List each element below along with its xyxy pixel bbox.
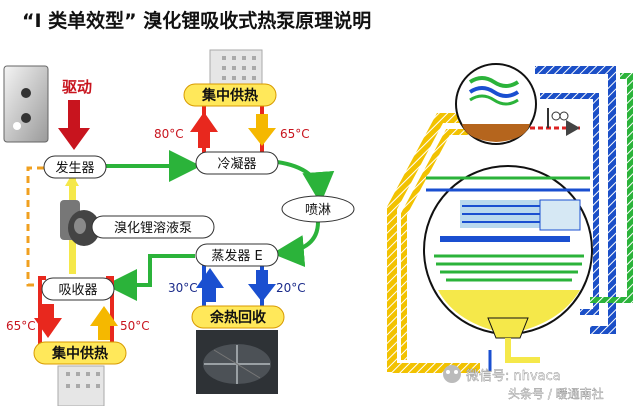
building-bottom-icon [57,365,105,406]
watermark-wechat: 微信号: nhvaca [466,369,561,384]
condenser-box [195,151,279,175]
warm-up-arrow-icon [90,306,118,340]
waste-heat-label: 余热回收 [209,309,267,326]
central-heating-top-label: 集中供热 [201,87,258,104]
hot-up-arrow-icon [190,112,218,148]
temp-cond-supply: 80°C [154,127,184,141]
temp-evap-in: 30°C [168,281,198,295]
watermark: 微信号: nhvaca 头条号 / 暖通南社 [443,365,604,401]
machine-cutaway [387,63,633,373]
absorber-label: 吸收器 [58,283,97,298]
spray-to-evaporator-line [272,221,320,268]
page-title: “Ⅰ 类单效型” 溴化锂吸收式热泵原理说明 [22,9,371,32]
cold-down-arrow-icon [248,270,276,302]
hot-down-arrow-icon [34,304,62,338]
spray-ellipse [281,195,355,223]
temp-evap-out: 20°C [276,281,306,295]
yellow-up-arrow-icon [65,174,79,186]
temp-abs-in: 50°C [120,319,150,333]
generator-label: 发生器 [55,160,94,176]
solution-return-dashed [26,166,44,287]
cold-up-arrow-icon [196,268,224,302]
pump-label: 溴化锂溶液泵 [114,221,192,236]
evaporator-label: 蒸发器 E [211,248,262,264]
temp-cond-return: 65°C [280,127,310,141]
building-top-icon [209,49,263,91]
waste-heat-photo-icon [196,330,278,394]
absorber-box [41,277,115,301]
temp-abs-out: 65°C [6,319,36,333]
central-heating-bottom-label: 集中供热 [51,345,108,362]
condenser-label: 冷凝器 [217,156,256,172]
evaporator-to-absorber-line [105,254,195,301]
watermark-toutiao: 头条号 / 暖通南社 [508,386,604,401]
drive-arrow-icon [58,100,90,150]
condenser-to-spray-line [276,160,335,204]
solution-pump-icon [60,200,100,246]
generator-box [43,155,107,179]
drive-switch-icon [3,65,49,143]
warm-down-arrow-icon [248,114,276,146]
spray-label: 喷淋 [305,203,331,218]
evaporator-box [195,243,279,267]
drive-label: 驱动 [62,78,92,96]
